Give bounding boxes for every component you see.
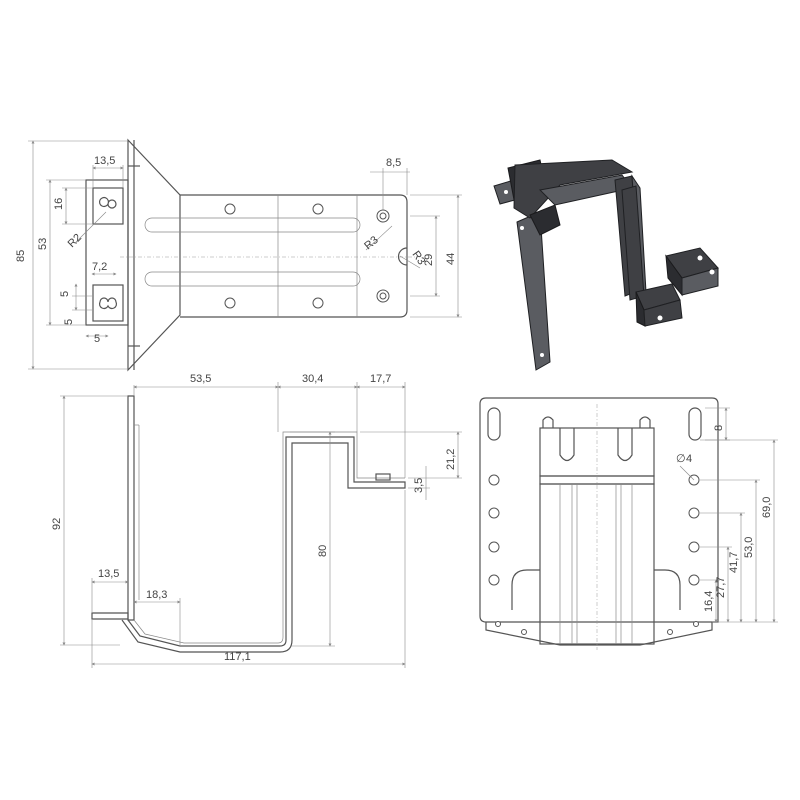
- front-view-hole: [688, 541, 700, 553]
- dim-label: R3: [362, 234, 380, 252]
- dim-label: 3,5: [413, 478, 425, 493]
- top-view-hole: [224, 297, 236, 309]
- top-view-slot-upper: [144, 217, 361, 233]
- dim-label: 5: [59, 291, 71, 297]
- dim-label: 7,2: [92, 261, 107, 273]
- iso-top-channel: [513, 159, 634, 219]
- top-view-hole: [312, 203, 324, 215]
- top-view-taper: [127, 138, 181, 372]
- top-view-hole: [312, 297, 324, 309]
- dim-label: 80: [317, 545, 329, 557]
- dim-label: 18,3: [146, 589, 167, 601]
- dim-label: 85: [15, 250, 27, 262]
- dim-label: 4: [686, 453, 692, 465]
- dim-label: 8: [713, 425, 725, 431]
- side-view: 53,5 30,4 17,7 21,2 3,5 92 80 13,5 18,3 …: [51, 373, 462, 668]
- top-view-left-plate: [85, 179, 129, 326]
- side-view-back-plate: [127, 395, 135, 621]
- side-view-channel: [121, 436, 406, 653]
- dim-label: 41,7: [728, 552, 740, 573]
- dim-label: ∅: [676, 453, 686, 465]
- dim-label: 92: [51, 518, 63, 530]
- dim-label: 21,2: [445, 449, 457, 470]
- top-view-notch: [397, 247, 408, 266]
- front-view-hole: [488, 574, 500, 586]
- top-view-hole: [224, 203, 236, 215]
- dim-label: 30,4: [302, 373, 323, 385]
- dim-label: 29: [423, 254, 435, 266]
- side-view-nut: [375, 473, 391, 481]
- front-view-slot: [688, 407, 702, 441]
- top-view-keyhole-lower: [92, 284, 124, 322]
- front-view-hole: [488, 474, 500, 486]
- top-view-body: [180, 194, 408, 318]
- dim-label: 16: [53, 198, 65, 210]
- top-view-slot-lower: [144, 271, 361, 287]
- iso-left-plate: [516, 211, 551, 371]
- dim-label: 13,5: [98, 568, 119, 580]
- dim-label: 13,5: [94, 155, 115, 167]
- front-view: 8 ∅ 4 69,0 53,0 41,7 27,7 16,4: [479, 397, 778, 650]
- top-view-keyhole-upper: [92, 187, 124, 225]
- front-view-hole: [688, 574, 700, 586]
- dim-label: 53,5: [190, 373, 211, 385]
- dim-label: 53,0: [743, 537, 755, 558]
- top-view: 13,5 16 53 85 R2 7,2 5 5 5 8,5 R3 R3 29 …: [15, 138, 462, 372]
- dim-label: 5: [94, 333, 100, 345]
- front-view-hole: [488, 507, 500, 519]
- isometric-view: [493, 159, 719, 371]
- side-view-bottom-flange: [91, 612, 129, 620]
- dim-label: 17,7: [370, 373, 391, 385]
- dim-label: 16,4: [703, 591, 715, 612]
- dim-label: 53: [37, 238, 49, 250]
- dim-label: 5: [63, 319, 75, 325]
- dim-label: R2: [66, 232, 84, 250]
- dim-label: 8,5: [386, 157, 401, 169]
- dim-label: 117,1: [224, 651, 251, 663]
- dim-label: 44: [445, 253, 457, 265]
- front-view-hole: [688, 507, 700, 519]
- dim-label: 69,0: [761, 497, 773, 518]
- front-view-hole: [488, 541, 500, 553]
- front-view-slot: [487, 407, 501, 441]
- front-view-plate: [479, 397, 719, 623]
- dim-label: 27,7: [715, 577, 727, 598]
